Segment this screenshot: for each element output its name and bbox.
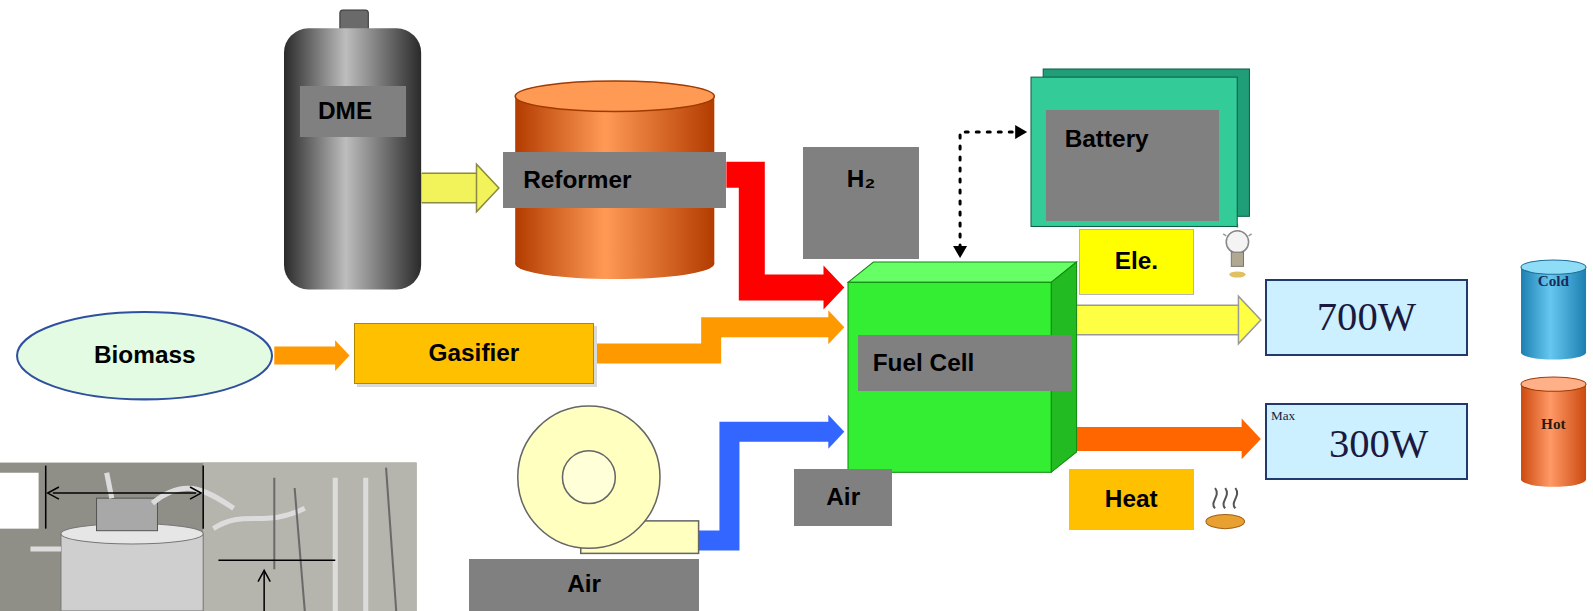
reformer-cylinder: Reformer [503,81,727,279]
fuel-cell-cube: Fuel Cell [848,262,1077,472]
arrow-head [335,340,349,371]
arrow-shaft [1077,306,1242,334]
steam-dish [1206,514,1245,528]
battery-box: Battery [1031,69,1249,226]
heat-label-box: Heat [1069,469,1194,530]
photo-wires [274,468,396,611]
power-value: 700W [1267,281,1466,353]
arrow-shaft [422,174,480,202]
arrow-shaft [594,327,830,353]
gasifier-box: Gasifier [354,323,595,384]
battery-label: Battery [1046,110,1219,222]
flow-arrow [594,310,844,353]
tank-label: DME [300,86,407,137]
photo-ground [0,463,417,611]
max-prefix: Max [1269,407,1310,425]
arrow-head [1238,296,1260,344]
cylinder-body [1521,267,1586,352]
power-value: 300W [1297,413,1460,474]
fuel-cell-label: Fuel Cell [858,335,1071,391]
cylinder-top [1521,377,1586,391]
arrow-head [828,415,844,449]
power-box: Max300W [1265,403,1468,479]
arrow-head [824,265,845,309]
cold-cylinder: Cold [1520,259,1587,361]
gas-label: H₂ [803,147,920,259]
gasifier-label: Gasifier [355,324,594,383]
cube-top [848,262,1077,282]
cylinder-body [284,28,421,289]
output-label: Ele. [1080,230,1193,294]
arrow-head [828,310,844,344]
cylinder-label: Hot [1522,412,1585,436]
photo-tank-head [97,498,158,531]
hot-cylinder: Hot [1520,376,1587,488]
arrow-outline [422,172,480,203]
photo-pipes [30,473,365,611]
arrow-shaft [960,132,1017,248]
dotted-connector [953,125,1027,258]
air-label-box: Air [794,469,892,526]
bulb-shadow [1229,271,1245,277]
flow-arrow [274,340,349,371]
cylinder-body [1521,384,1586,479]
cylinder-label: Cold [1522,269,1585,293]
steam-icon [1206,488,1245,529]
air-label: Air [794,469,892,526]
output-label-box: Ele. [1079,229,1194,295]
fuel-tank-shape [284,10,421,289]
arrow-head [1242,418,1261,459]
battery-front [1031,77,1237,226]
arrow-head [1015,125,1027,139]
cylinder-top [515,81,714,111]
flow-arrow [1077,296,1261,344]
lightbulb-icon [1223,224,1251,278]
source-label: Biomass [15,310,274,401]
photo [0,463,417,611]
blower-housing [518,406,660,548]
blower-label: Air [469,559,699,611]
steam-waves [1213,488,1237,508]
arrow-head [476,164,498,212]
heat-label: Heat [1069,469,1194,530]
source-ellipse: Biomass [15,310,274,401]
blower-inlet [563,451,616,504]
flow-arrow [422,164,499,212]
photo-white-area [0,473,39,529]
arrow-outline [1077,305,1242,336]
arrow-shaft [1077,427,1245,451]
bulb-glass [1226,231,1248,253]
photo-wall [203,463,416,611]
fuel-tank: DME [284,10,421,289]
arrow-shaft [274,347,337,365]
power-box: 700W [1265,279,1468,355]
arrow-head [953,246,967,258]
flow-arrow [1077,418,1261,459]
photo-tank [61,534,203,611]
gas-label-box: H₂ [803,147,920,259]
reformer-label: Reformer [503,152,727,208]
photo-dimension-lines [46,466,336,611]
bulb-base [1231,252,1243,266]
air-blower: Air [469,401,699,610]
